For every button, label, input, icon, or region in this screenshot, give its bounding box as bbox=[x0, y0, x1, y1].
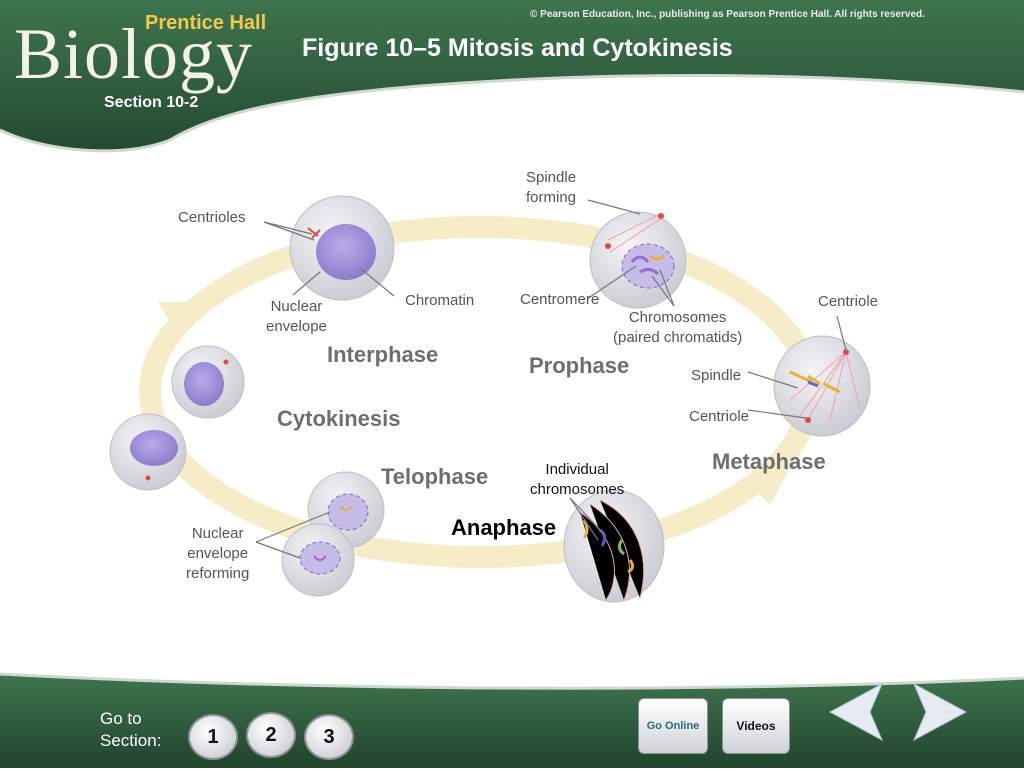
label-line: Spindle bbox=[526, 169, 577, 186]
cytokinesis-cell-upper bbox=[171, 345, 245, 419]
label-line: envelope bbox=[187, 545, 249, 562]
cytokinesis-cell-lower bbox=[109, 413, 187, 491]
header-banner: Prentice Hall Biology © Pearson Educatio… bbox=[0, 0, 1024, 160]
label-line: (paired chromatids) bbox=[613, 329, 743, 346]
label-spindle-forming: Spindle forming bbox=[526, 168, 576, 208]
brand-logo: Biology bbox=[14, 14, 254, 94]
phase-anaphase: Anaphase bbox=[451, 515, 557, 540]
label-line: Nuclear bbox=[191, 525, 244, 542]
label-centromere: Centromere bbox=[520, 291, 600, 308]
next-button[interactable] bbox=[910, 680, 970, 744]
label-centriole-top: Centriole bbox=[818, 293, 879, 310]
section-label: Section 10-2 bbox=[104, 94, 199, 111]
label-line: Individual bbox=[545, 461, 609, 478]
metaphase-cell bbox=[773, 335, 871, 437]
label-spindle: Spindle bbox=[691, 367, 742, 384]
label-nuclear-envelope: Nuclear envelope bbox=[266, 297, 327, 337]
leader-lines bbox=[255, 199, 847, 559]
label-individual-chromosomes: Individual chromosomes bbox=[530, 460, 624, 500]
page-title: Figure 10–5 Mitosis and Cytokinesis bbox=[302, 34, 733, 62]
header-background bbox=[0, 0, 1024, 153]
cycle-ring bbox=[139, 216, 821, 568]
phase-interphase: Interphase bbox=[327, 342, 439, 367]
interphase-nucleus bbox=[316, 224, 376, 280]
label-line: chromosomes bbox=[530, 481, 625, 498]
label-centrioles: Centrioles bbox=[178, 209, 246, 226]
section-2-button[interactable]: 2 bbox=[246, 712, 296, 758]
arrow-right-icon bbox=[912, 682, 968, 742]
section-1-button[interactable]: 1 bbox=[188, 714, 238, 760]
phase-cytokinesis: Cytokinesis bbox=[277, 406, 401, 431]
goto-line: Section: bbox=[100, 731, 162, 750]
phase-telophase: Telophase bbox=[381, 464, 489, 489]
cycle-arrow-right bbox=[745, 468, 790, 505]
footer-bar: Go to Section: 1 2 3 Go Online Videos bbox=[0, 660, 1024, 768]
cycle-arrow-left bbox=[158, 302, 196, 340]
label-line: Chromosomes bbox=[628, 309, 727, 326]
copyright-text: © Pearson Education, Inc., publishing as… bbox=[530, 9, 925, 20]
label-line: reforming bbox=[186, 565, 250, 582]
brand-small: Prentice Hall bbox=[145, 12, 267, 34]
phase-prophase: Prophase bbox=[529, 353, 630, 378]
section-3-button[interactable]: 3 bbox=[304, 714, 354, 760]
prophase-cell bbox=[589, 211, 687, 309]
label-line: Nuclear bbox=[270, 298, 323, 315]
previous-button[interactable] bbox=[826, 680, 886, 744]
goto-line: Go to bbox=[100, 709, 142, 728]
label-chromatin: Chromatin bbox=[405, 292, 475, 309]
arrow-left-icon bbox=[828, 682, 884, 742]
videos-button[interactable]: Videos bbox=[722, 698, 790, 754]
telophase-cell bbox=[281, 471, 385, 597]
label-line: forming bbox=[526, 189, 577, 206]
label-chromosomes: Chromosomes (paired chromatids) bbox=[613, 308, 742, 348]
label-centriole-mid: Centriole bbox=[689, 408, 750, 425]
label-line: envelope bbox=[266, 318, 327, 335]
anaphase-cell bbox=[563, 489, 665, 603]
label-nuclear-envelope-reforming: Nuclear envelope reforming bbox=[186, 524, 249, 584]
phase-metaphase: Metaphase bbox=[712, 449, 826, 474]
go-online-button[interactable]: Go Online bbox=[638, 698, 708, 754]
goto-section-label: Go to Section: bbox=[100, 708, 161, 752]
